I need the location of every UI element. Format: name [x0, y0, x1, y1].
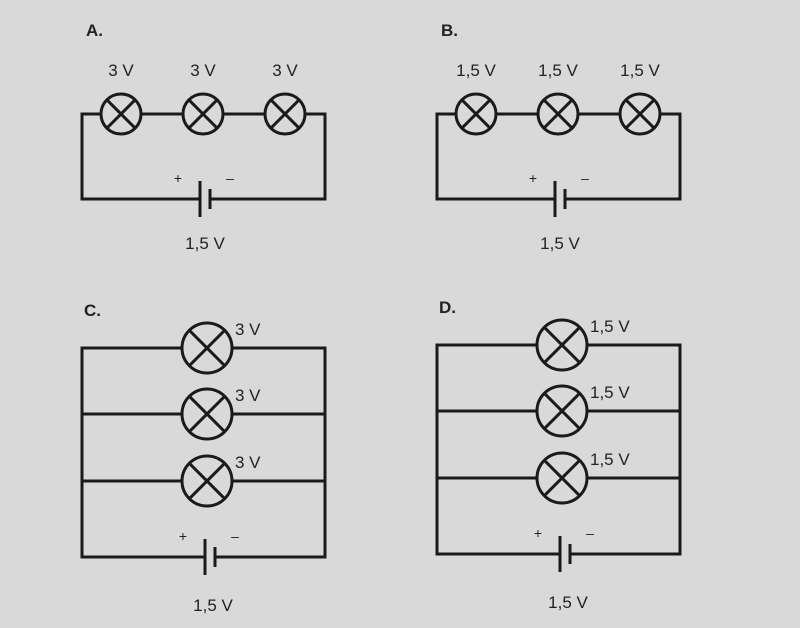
- battery-plus-sign: +: [534, 525, 542, 541]
- battery-minus-sign: –: [586, 525, 594, 541]
- lamp-voltage-label: 1,5 V: [538, 61, 578, 80]
- lamp-voltage-label: 3 V: [190, 61, 216, 80]
- lamp-voltage-label: 1,5 V: [590, 383, 630, 402]
- lamp-circle: [454, 92, 498, 136]
- lamp-circle: [180, 454, 234, 508]
- battery-plus-sign: +: [174, 170, 182, 186]
- lamp-cross: [543, 459, 581, 497]
- lamp-cross: [105, 98, 137, 130]
- lamp-voltage-label: 1,5 V: [590, 450, 630, 469]
- battery-minus-sign: –: [581, 170, 589, 186]
- lamp-circle: [535, 318, 589, 372]
- lamp-circle: [535, 451, 589, 505]
- lamp-voltage-label: 3 V: [235, 320, 261, 339]
- lamp-icon: [535, 451, 589, 505]
- lamp-circle: [99, 92, 143, 136]
- circuit-a: A. + – 3 V 3 V 3 V 1,5 V: [80, 21, 327, 253]
- lamp-cross: [624, 98, 656, 130]
- lamp-voltage-label: 3 V: [235, 453, 261, 472]
- lamp-voltage-label: 1,5 V: [456, 61, 496, 80]
- lamp-icon: [180, 454, 234, 508]
- lamp-icon: [618, 92, 662, 136]
- lamp-icon: [99, 92, 143, 136]
- lamp-icon: [535, 318, 589, 372]
- lamp-cross: [187, 98, 219, 130]
- battery-icon: [198, 181, 212, 217]
- lamp-icon: [454, 92, 498, 136]
- lamp-voltage-label: 1,5 V: [590, 317, 630, 336]
- lamp-circle: [536, 92, 580, 136]
- lamp-circle: [180, 387, 234, 441]
- lamp-voltage-label: 3 V: [108, 61, 134, 80]
- lamp-cross: [188, 462, 226, 500]
- lamp-icon: [180, 321, 234, 375]
- battery-minus-sign: –: [226, 170, 234, 186]
- lamp-icon: [180, 387, 234, 441]
- lamp-circle: [180, 321, 234, 375]
- lamp-circle: [618, 92, 662, 136]
- circuit-label: B.: [441, 21, 458, 40]
- lamp-cross: [269, 98, 301, 130]
- lamp-icon: [535, 384, 589, 438]
- lamp-circle: [181, 92, 225, 136]
- lamp-circle: [535, 384, 589, 438]
- lamp-icon: [263, 92, 307, 136]
- battery-voltage-label: 1,5 V: [540, 234, 580, 253]
- lamp-icon: [181, 92, 225, 136]
- lamp-voltage-label: 1,5 V: [620, 61, 660, 80]
- lamp-circle: [263, 92, 307, 136]
- circuit-d: D. 1,5 V 1,5 V 1,5 V + – 1,5 V: [435, 298, 682, 612]
- lamp-cross: [460, 98, 492, 130]
- battery-voltage-label: 1,5 V: [185, 234, 225, 253]
- lamp-cross: [188, 395, 226, 433]
- circuit-label: C.: [84, 301, 101, 320]
- lamp-icon: [536, 92, 580, 136]
- battery-voltage-label: 1,5 V: [548, 593, 588, 612]
- battery-icon: [558, 536, 572, 572]
- lamp-voltage-label: 3 V: [272, 61, 298, 80]
- circuit-label: A.: [86, 21, 103, 40]
- battery-icon: [553, 181, 567, 217]
- lamp-cross: [543, 326, 581, 364]
- circuit-c: C. 3 V 3 V 3 V + – 1,5 V: [80, 301, 327, 615]
- battery-voltage-label: 1,5 V: [193, 596, 233, 615]
- lamp-cross: [188, 329, 226, 367]
- lamp-voltage-label: 3 V: [235, 386, 261, 405]
- battery-icon: [203, 539, 217, 575]
- lamp-cross: [543, 392, 581, 430]
- lamp-cross: [542, 98, 574, 130]
- circuit-label: D.: [439, 298, 456, 317]
- battery-minus-sign: –: [231, 528, 239, 544]
- battery-plus-sign: +: [179, 528, 187, 544]
- circuit-b: B. + – 1,5 V 1,5 V 1,5 V 1,5 V: [435, 21, 682, 253]
- battery-plus-sign: +: [529, 170, 537, 186]
